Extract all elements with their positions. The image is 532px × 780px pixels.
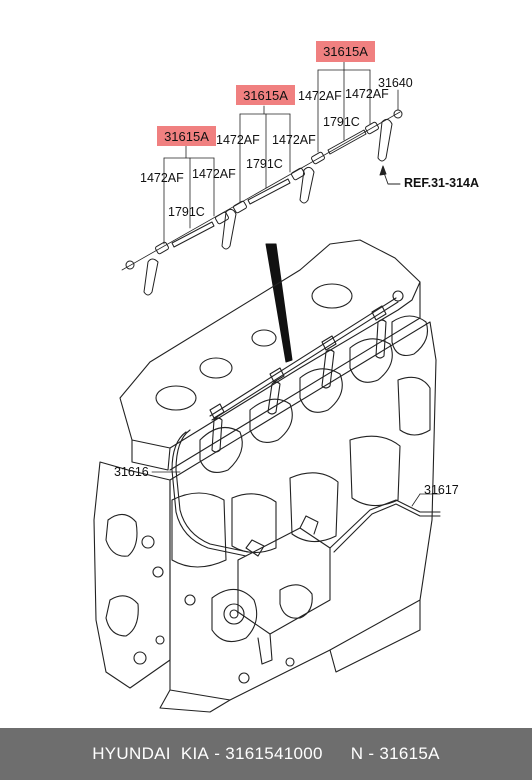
plug-label-31640: 31640 [378, 76, 413, 90]
seal-label-right-group1: 1472AF [192, 167, 236, 181]
return-hose-assembly-upper [121, 61, 403, 296]
reference-arrow [379, 165, 401, 185]
pipe-label-group2: 1791C [246, 157, 283, 171]
seal-label-left-group3: 1472AF [298, 89, 342, 103]
engine-block [93, 239, 437, 713]
hose-label-31616: 31616 [114, 465, 149, 479]
part-label-31615a-group1: 31615A [157, 126, 216, 146]
footer-part-number: 3161541000 [225, 744, 323, 763]
injection-pump [211, 515, 331, 665]
part-label-31615a-group3: 31615A [316, 41, 375, 62]
pipe-1791c [171, 129, 367, 248]
seal-label-left-group2: 1472AF [216, 133, 260, 147]
leader-lines-group3 [317, 61, 399, 153]
reference-label: REF.31-314A [404, 176, 480, 190]
footer-ref-prefix: N - [350, 744, 380, 763]
seal-label-right-group2: 1472AF [272, 133, 316, 147]
seal-label-left-group1: 1472AF [140, 171, 184, 185]
part-label-31615a-group2: 31615A [236, 85, 295, 105]
seal-label-right-group3: 1472AF [345, 87, 389, 101]
pipe-label-group1: 1791C [168, 205, 205, 219]
leader-lines-group2 [239, 105, 291, 203]
engine-exploded-diagram [93, 61, 441, 713]
pipe-label-group3: 1791C [323, 115, 360, 129]
pointer-arrow [265, 243, 293, 363]
installed-return-hose [151, 290, 441, 557]
part-info-footer: HYUNDAI KIA - 3161541000 N - 31615A [0, 728, 532, 780]
footer-ref-code: 31615A [379, 744, 440, 763]
nozzle-return-tube [143, 118, 393, 296]
footer-separator: - [209, 744, 226, 763]
hose-label-31617: 31617 [424, 483, 459, 497]
footer-brand: HYUNDAI KIA [92, 744, 210, 763]
leader-lines-group1 [163, 145, 215, 245]
